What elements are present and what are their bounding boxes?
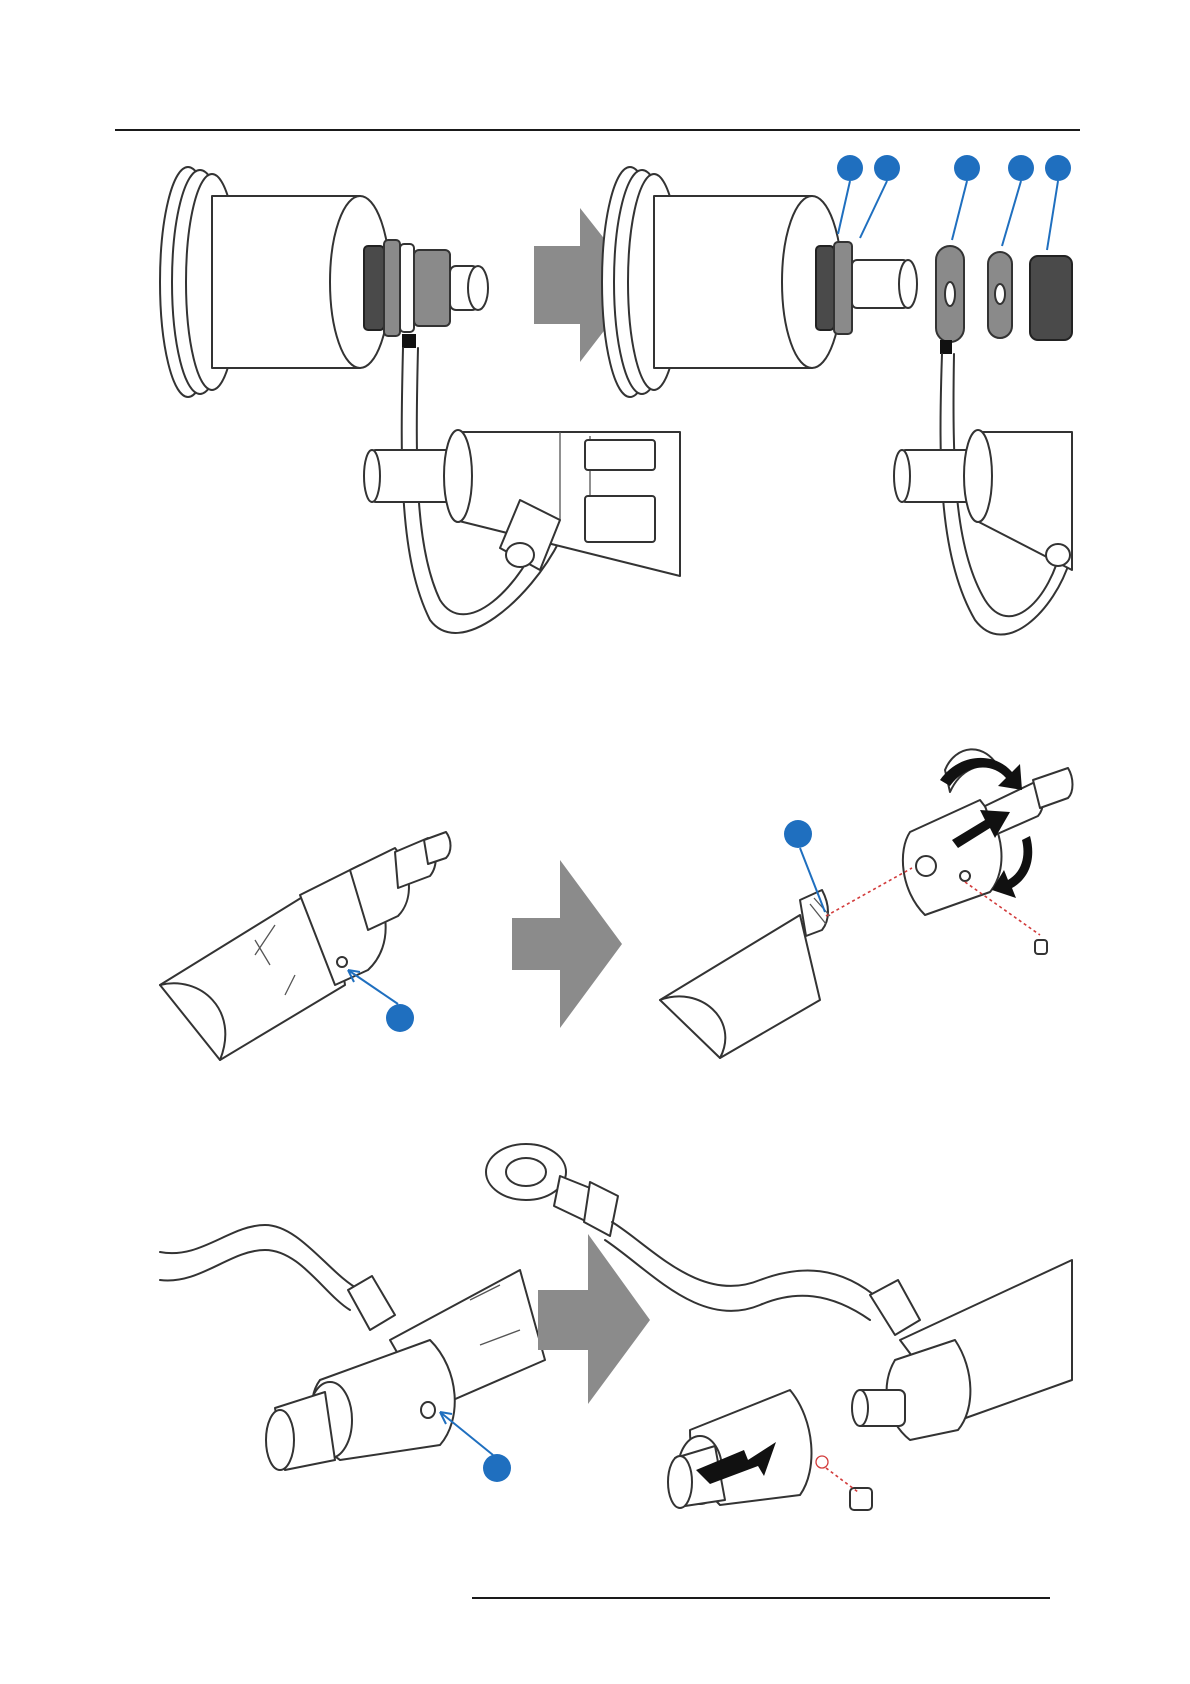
- left-cable-connector: [160, 1225, 545, 1470]
- callout-marker: [483, 1454, 511, 1482]
- step-arrow-3: [538, 1234, 650, 1404]
- footer-rule: [472, 1597, 1050, 1599]
